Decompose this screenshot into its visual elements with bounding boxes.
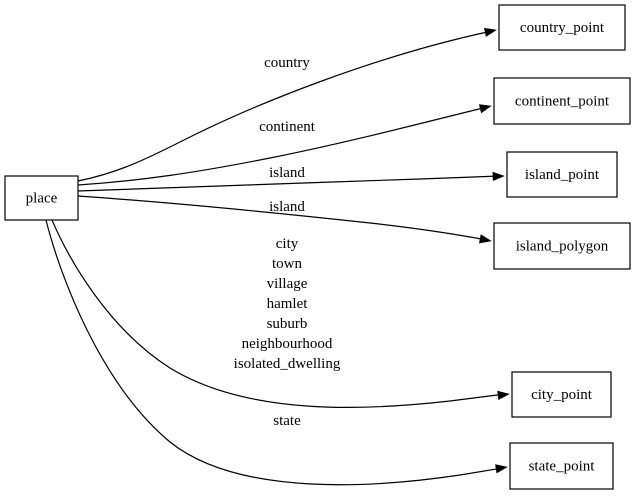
- edge-label-place-to-continent_point: continent: [259, 119, 316, 135]
- arrowhead-icon: [483, 27, 497, 37]
- edge-place-to-state_point: [45, 219, 508, 486]
- edge-label-line: neighbourhood: [242, 336, 333, 352]
- node-box[interactable]: [498, 4, 626, 51]
- nodes-layer: place country_point continent_point island_…: [4, 4, 631, 490]
- node-box[interactable]: [493, 77, 631, 125]
- edge-label-place-to-country_point: country: [264, 55, 310, 71]
- node-country_point[interactable]: country_point: [498, 4, 626, 51]
- node-island_point[interactable]: island_point: [506, 151, 618, 198]
- node-label: city_point: [531, 387, 593, 403]
- edges-layer: [45, 27, 510, 486]
- edge-label-place-to-island_polygon: island: [269, 199, 305, 215]
- edge-label-line: village: [267, 276, 308, 292]
- edge-place-to-continent_point: [77, 104, 492, 186]
- arrowhead-icon: [478, 104, 492, 114]
- edge-place-to-island_point: [77, 171, 505, 192]
- edge-label-line: continent: [259, 119, 316, 135]
- edge-label-line: state: [273, 413, 301, 429]
- arrowhead-icon: [479, 234, 492, 244]
- edge-label-place-to-island_point: island: [269, 165, 305, 181]
- edge-label-line: country: [264, 55, 310, 71]
- edge-label-place-to-state_point: state: [273, 413, 301, 429]
- edge-line: [77, 175, 501, 192]
- arrowhead-icon: [497, 390, 510, 400]
- edge-line: [77, 106, 488, 186]
- node-island_polygon[interactable]: island_polygon: [493, 222, 631, 270]
- node-state_point[interactable]: state_point: [509, 442, 614, 490]
- edge-label-line: city: [276, 236, 299, 252]
- node-place[interactable]: place: [4, 175, 79, 221]
- node-box[interactable]: [493, 222, 631, 270]
- node-label: island_point: [525, 167, 600, 183]
- edge-label-line: island: [269, 199, 305, 215]
- edge-place-to-country_point: [77, 27, 497, 182]
- node-continent_point[interactable]: continent_point: [493, 77, 631, 125]
- node-city_point[interactable]: city_point: [511, 371, 612, 418]
- edge-label-line: suburb: [267, 316, 308, 332]
- node-label: country_point: [520, 20, 605, 36]
- node-box[interactable]: [506, 151, 618, 198]
- arrowhead-icon: [492, 171, 505, 182]
- edge-line: [77, 30, 493, 182]
- edge-line: [77, 195, 488, 241]
- edge-labels-layer: country continent island island city town vill…: [234, 55, 341, 429]
- edge-label-place-to-city_point: city town village hamlet suburb neighbourhood…: [234, 236, 341, 372]
- edge-label-line: town: [272, 256, 303, 272]
- edge-label-line: island: [269, 165, 305, 181]
- edge-line: [45, 219, 504, 486]
- node-label: continent_point: [515, 93, 610, 109]
- node-box[interactable]: [509, 442, 614, 490]
- edge-place-to-city_point: [51, 219, 510, 409]
- node-box[interactable]: [511, 371, 612, 418]
- node-label: island_polygon: [516, 238, 609, 254]
- edge-place-to-island_polygon: [77, 195, 492, 244]
- edge-label-line: isolated_dwelling: [234, 356, 341, 372]
- node-label: state_point: [529, 458, 596, 474]
- node-label: place: [26, 190, 58, 206]
- edge-line: [51, 219, 506, 409]
- arrowhead-icon: [495, 464, 508, 474]
- node-box[interactable]: [4, 175, 79, 221]
- edge-label-line: hamlet: [267, 296, 309, 312]
